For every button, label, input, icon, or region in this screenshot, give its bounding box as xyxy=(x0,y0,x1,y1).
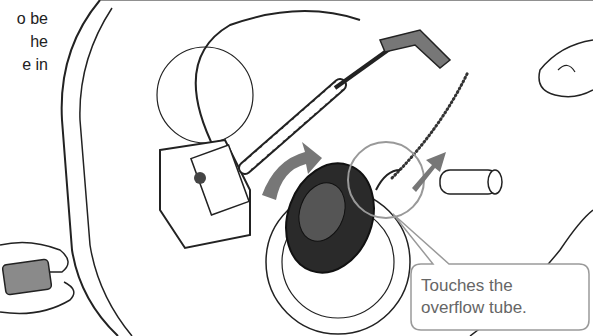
pump-body xyxy=(160,140,250,248)
cut-off-text: e in xyxy=(0,56,48,74)
panel-edge xyxy=(80,8,132,336)
pump-body xyxy=(191,145,249,215)
cut-off-text: he xyxy=(0,33,48,51)
hand xyxy=(558,65,575,72)
fuel-cap xyxy=(291,176,353,247)
pump-handle xyxy=(380,30,450,68)
pump-detail xyxy=(194,172,206,184)
callout-outline xyxy=(411,264,589,330)
pump-rod xyxy=(245,85,340,168)
panel-edge xyxy=(100,0,593,1)
rotate-arrow xyxy=(262,142,322,200)
highlight-circle xyxy=(348,142,424,218)
callout-text: Touches the overflow tube. xyxy=(411,271,589,323)
pump-rod xyxy=(245,85,340,168)
callout-outline xyxy=(393,214,589,330)
overflow-tube xyxy=(488,170,502,194)
cut-off-text: o be xyxy=(0,10,48,28)
cap-tab xyxy=(376,170,400,190)
hand xyxy=(0,242,74,313)
hand xyxy=(539,40,593,97)
grip xyxy=(2,259,52,295)
lift-arrow xyxy=(412,152,446,192)
callout-box: Touches the overflow tube. xyxy=(411,264,589,330)
